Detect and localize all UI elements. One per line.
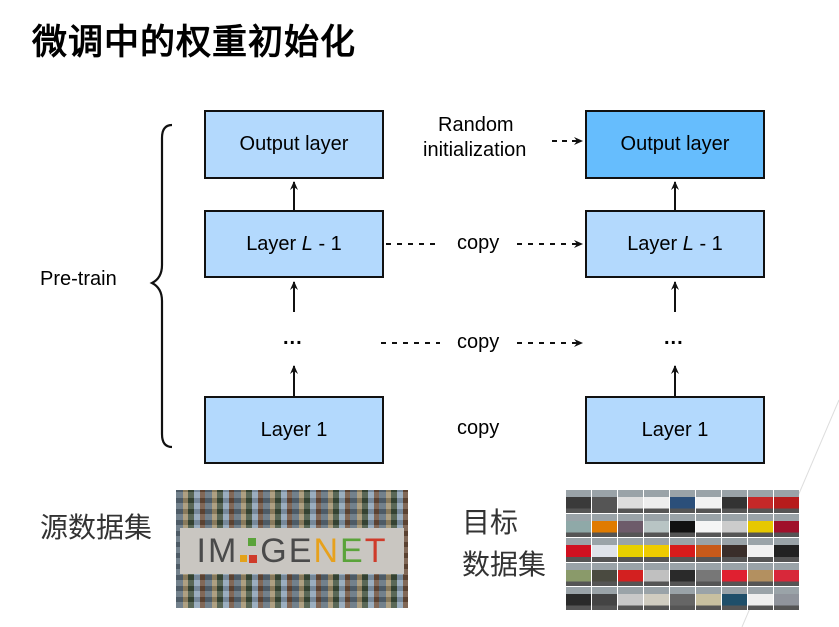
src-layer-l-label: Layer L - 1	[246, 232, 342, 255]
random-init-line1: Random	[438, 114, 514, 136]
car-thumbnail	[722, 562, 747, 586]
car-thumbnail	[566, 514, 591, 538]
src-layer-l-minus-1-box: Layer L - 1	[204, 210, 384, 278]
car-thumbnail	[670, 490, 695, 514]
src-ellipsis: ...	[283, 327, 303, 349]
car-thumbnail	[670, 586, 695, 610]
car-thumbnail	[722, 490, 747, 514]
car-dataset-image	[566, 490, 799, 610]
car-thumbnail	[592, 562, 617, 586]
car-thumbnail	[644, 586, 669, 610]
car-thumbnail	[696, 514, 721, 538]
copy-label-2: copy	[457, 331, 500, 353]
car-thumbnail	[722, 538, 747, 562]
src-output-layer-label: Output layer	[239, 133, 349, 155]
car-thumbnail	[774, 562, 799, 586]
car-thumbnail	[774, 514, 799, 538]
car-thumbnail	[592, 490, 617, 514]
copy-label-3: copy	[457, 417, 500, 439]
car-thumbnail	[696, 562, 721, 586]
pretrain-label: Pre-train	[40, 268, 117, 290]
tgt-output-layer-box: Output layer	[585, 110, 765, 179]
car-thumbnail	[592, 514, 617, 538]
car-thumbnail	[774, 490, 799, 514]
car-thumbnail	[670, 562, 695, 586]
car-thumbnail	[566, 490, 591, 514]
src-output-layer-box: Output layer	[204, 110, 384, 179]
tgt-layer-1-box: Layer 1	[585, 396, 765, 464]
source-dataset-label: 源数据集	[40, 511, 153, 544]
car-thumbnail	[644, 538, 669, 562]
car-thumbnail	[748, 490, 773, 514]
car-thumbnail	[722, 586, 747, 610]
car-thumbnail	[748, 562, 773, 586]
tgt-layer-1-label: Layer 1	[641, 418, 709, 441]
car-thumbnail	[722, 514, 747, 538]
car-thumbnail	[696, 538, 721, 562]
tgt-layer-l-minus-1-box: Layer L - 1	[585, 210, 765, 278]
car-thumbnail	[644, 562, 669, 586]
car-thumbnail	[774, 586, 799, 610]
tgt-output-layer-label: Output layer	[620, 133, 730, 155]
target-dataset-label-line1: 目标	[462, 506, 519, 539]
target-dataset-label-line2: 数据集	[462, 548, 547, 581]
src-layer-1-box: Layer 1	[204, 396, 384, 464]
car-thumbnail	[644, 514, 669, 538]
page-title: 微调中的权重初始化	[32, 23, 357, 63]
src-layer-1-label: Layer 1	[260, 418, 328, 441]
car-thumbnail	[566, 538, 591, 562]
car-thumbnail	[592, 538, 617, 562]
random-init-line2: initialization	[423, 139, 527, 161]
car-thumbnail	[696, 490, 721, 514]
tgt-ellipsis: ...	[664, 327, 684, 349]
pretrain-brace	[149, 123, 173, 449]
car-thumbnail	[566, 562, 591, 586]
car-thumbnail	[748, 586, 773, 610]
car-thumbnail	[592, 586, 617, 610]
car-thumbnail	[670, 514, 695, 538]
tgt-layer-l-label: Layer L - 1	[627, 232, 723, 255]
car-thumbnail	[696, 586, 721, 610]
car-thumbnail	[748, 514, 773, 538]
car-thumbnail	[566, 586, 591, 610]
car-thumbnail	[670, 538, 695, 562]
car-thumbnail	[774, 538, 799, 562]
car-thumbnail	[618, 586, 643, 610]
car-thumbnail	[618, 562, 643, 586]
car-thumbnail	[618, 538, 643, 562]
car-thumbnail	[618, 490, 643, 514]
car-thumbnail	[618, 514, 643, 538]
car-thumbnail	[748, 538, 773, 562]
copy-label-1: copy	[457, 232, 500, 254]
car-thumbnail	[644, 490, 669, 514]
